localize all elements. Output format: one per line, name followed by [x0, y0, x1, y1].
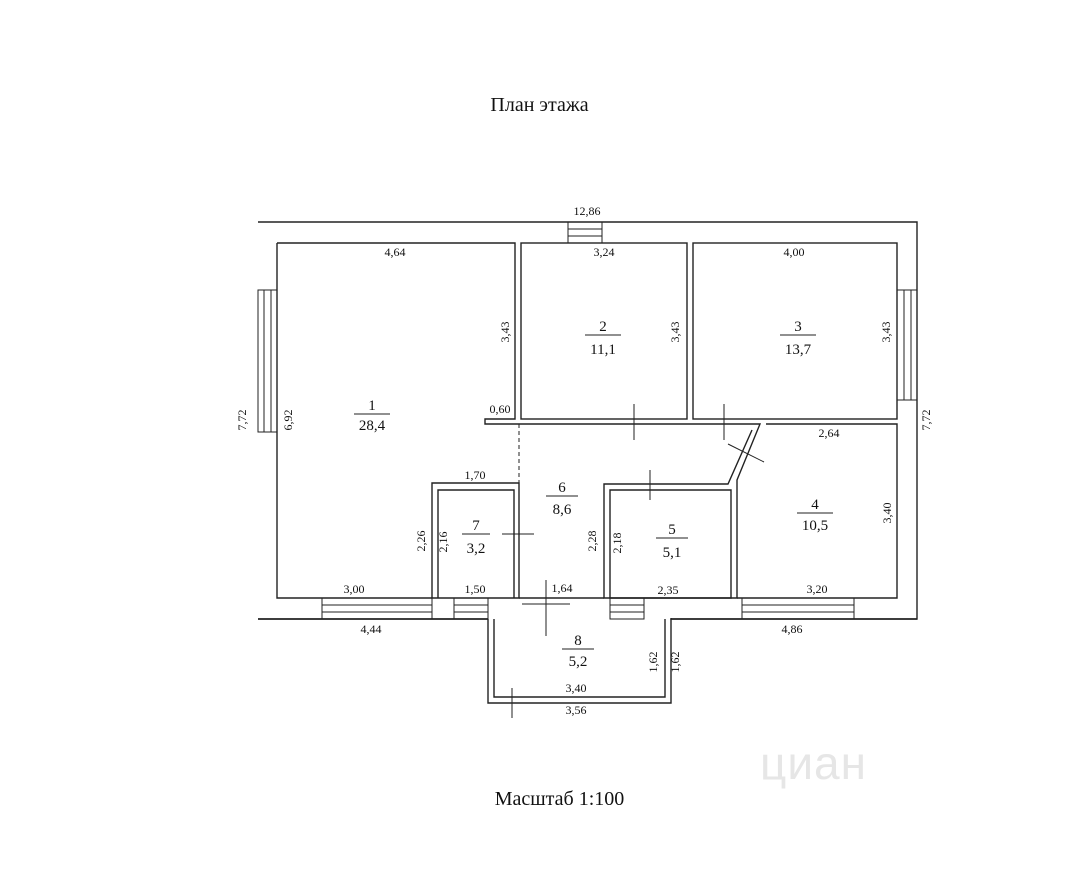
- room-label-5: 5 5,1: [656, 522, 688, 561]
- svg-text:7: 7: [472, 518, 480, 534]
- svg-text:6: 6: [558, 480, 566, 496]
- dim-room5-left: 2,18: [610, 533, 624, 554]
- svg-text:5: 5: [668, 522, 676, 538]
- svg-text:28,4: 28,4: [359, 418, 386, 434]
- dim-room6-bottom: 1,64: [552, 581, 573, 595]
- dim-room2-side: 3,43: [668, 322, 682, 343]
- room-2-outline: [520, 242, 688, 420]
- dim-room1-height: 6,92: [281, 410, 295, 431]
- dim-room4-top: 2,64: [819, 426, 840, 440]
- dim-room7-bottom: 1,50: [465, 582, 486, 596]
- svg-text:2: 2: [599, 319, 607, 335]
- dim-room3-top: 4,00: [784, 245, 805, 259]
- room-label-4: 4 10,5: [797, 497, 833, 534]
- dim-room6-left: 2,28: [585, 531, 599, 552]
- room-label-8: 8 5,2: [562, 633, 594, 670]
- window-bottom-left: [321, 597, 433, 620]
- dim-outer-width: 12,86: [574, 204, 601, 218]
- window-room7: [453, 597, 489, 620]
- room-label-2: 2 11,1: [585, 319, 621, 358]
- dim-room7-inner: 2,16: [436, 532, 450, 553]
- plan-title: План этажа: [490, 94, 589, 116]
- dim-room4-side: 3,40: [880, 503, 894, 524]
- dim-room3-side: 3,43: [879, 322, 893, 343]
- porch-outline: [487, 619, 672, 704]
- svg-text:8,6: 8,6: [553, 502, 572, 518]
- room-label-3: 3 13,7: [780, 319, 816, 358]
- outer-wall: [258, 221, 918, 620]
- dim-porch-side-inner: 1,62: [646, 652, 660, 673]
- dim-room7-top: 1,70: [465, 468, 486, 482]
- svg-text:11,1: 11,1: [590, 342, 616, 358]
- dim-room1-top: 4,64: [385, 245, 406, 259]
- room-label-1: 1 28,4: [354, 398, 390, 434]
- svg-text:4: 4: [811, 497, 819, 513]
- svg-text:10,5: 10,5: [802, 518, 828, 534]
- cian-watermark: циан: [760, 737, 868, 789]
- window-room5: [609, 597, 645, 620]
- dim-bottom-left: 4,44: [361, 622, 382, 636]
- svg-text:1: 1: [368, 398, 376, 414]
- svg-text:5,1: 5,1: [663, 545, 682, 561]
- door-marks: [494, 404, 765, 718]
- window-right: [896, 289, 918, 401]
- svg-text:3: 3: [794, 319, 802, 335]
- svg-text:3,2: 3,2: [467, 541, 486, 557]
- dim-room5-bottom: 2,35: [658, 583, 679, 597]
- dim-porch-side-outer: 1,62: [668, 652, 682, 673]
- svg-text:5,2: 5,2: [569, 654, 588, 670]
- window-top: [567, 221, 603, 244]
- dim-outer-height-left: 7,72: [235, 410, 249, 431]
- dim-room1-bottom: 3,00: [344, 582, 365, 596]
- window-bottom-right: [741, 597, 855, 620]
- dim-room2-top: 3,24: [594, 245, 615, 259]
- dim-room7-outer: 2,26: [414, 531, 428, 552]
- window-left: [257, 289, 278, 433]
- dim-porch-outer-width: 3,56: [566, 703, 587, 717]
- dim-room1-inner: 3,43: [498, 322, 512, 343]
- svg-text:13,7: 13,7: [785, 342, 812, 358]
- room-5-outline: [609, 489, 732, 599]
- dim-outer-height-right: 7,72: [919, 410, 933, 431]
- dim-porch-inner-width: 3,40: [566, 681, 587, 695]
- svg-text:8: 8: [574, 633, 582, 649]
- room-label-7: 7 3,2: [462, 518, 490, 557]
- dim-bottom-right: 4,86: [782, 622, 803, 636]
- dim-room4-bottom: 3,20: [807, 582, 828, 596]
- room-label-6: 6 8,6: [546, 480, 578, 518]
- dim-room6-stub: 0,60: [490, 402, 511, 416]
- scale-label: Масштаб 1:100: [494, 788, 625, 810]
